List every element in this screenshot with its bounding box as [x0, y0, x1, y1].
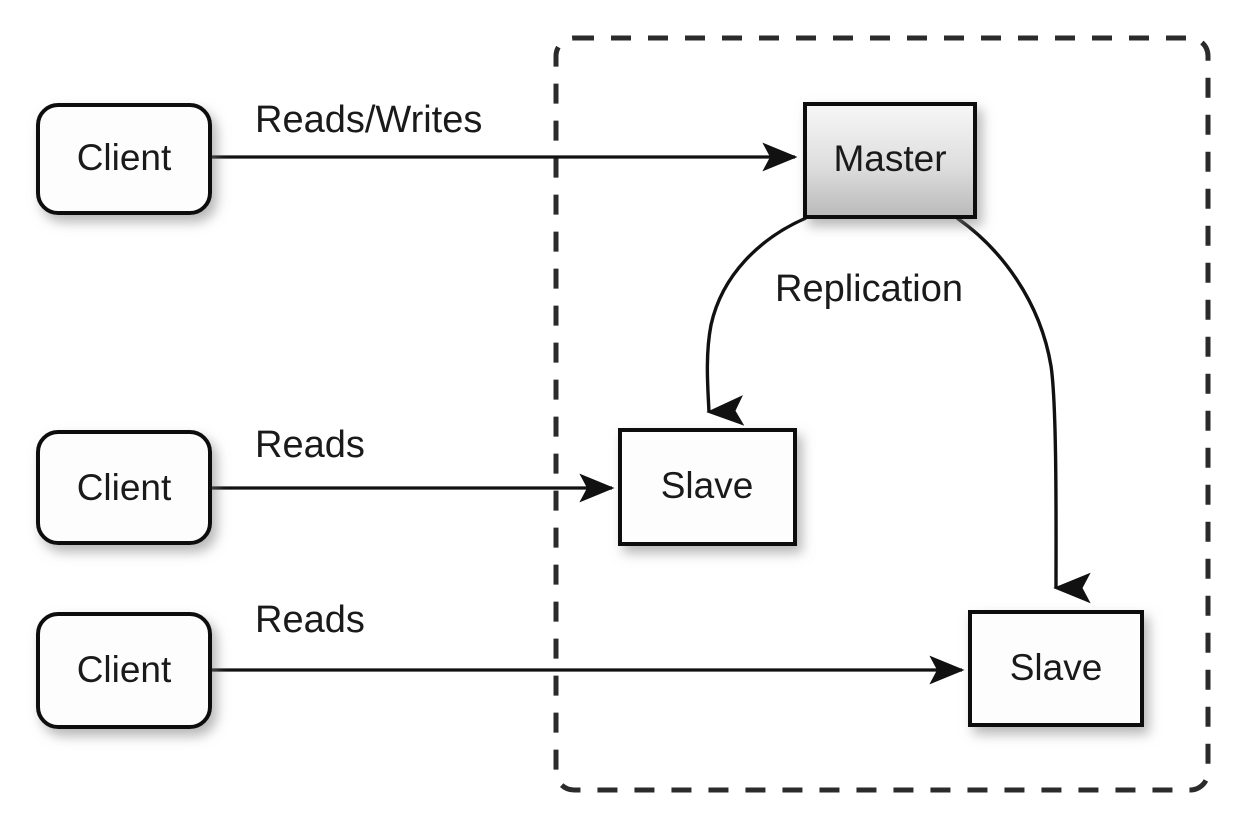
client-3-box[interactable] — [36, 612, 212, 729]
slave-1-box[interactable] — [618, 428, 797, 546]
edge-label-replication: Replication — [775, 268, 963, 310]
slave-1-label: Slave — [661, 465, 754, 506]
master-label: Master — [833, 138, 946, 179]
slave-2-label: Slave — [1010, 647, 1103, 688]
master-box[interactable] — [803, 102, 977, 219]
edge-label-reads-writes: Reads/Writes — [255, 99, 482, 141]
node-slave-2[interactable]: Slave — [968, 610, 1144, 727]
slave-2-box[interactable] — [968, 610, 1144, 727]
database-cluster-boundary — [553, 35, 1211, 793]
edge-master-to-slave2-replication — [956, 216, 1091, 604]
client-1-box[interactable] — [36, 103, 212, 215]
node-client-2[interactable]: Client — [36, 430, 212, 545]
node-master[interactable]: Master — [803, 102, 977, 219]
client-2-label: Client — [77, 467, 172, 508]
client-2-box[interactable] — [36, 430, 212, 545]
client-3-label: Client — [77, 649, 172, 690]
client-1-label: Client — [77, 137, 172, 178]
node-slave-1[interactable]: Slave — [618, 428, 797, 546]
node-client-1[interactable]: Client — [36, 103, 212, 215]
edge-label-reads-middle: Reads — [255, 424, 365, 466]
edge-master-to-slave1-replication — [705, 216, 807, 426]
node-client-3[interactable]: Client — [36, 612, 212, 729]
edge-label-reads-bottom: Reads — [255, 599, 365, 641]
